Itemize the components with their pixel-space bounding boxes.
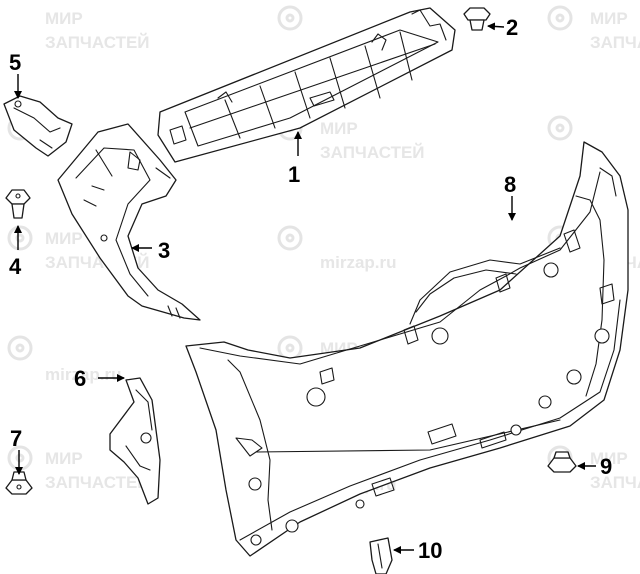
callout-5: 5 [9,50,21,75]
watermark-line2: ЗАПЧАСТЕЙ [45,33,150,52]
leader-2 [487,22,505,31]
callout-1: 1 [288,162,300,187]
part-4-clip [5,189,31,219]
watermark-line2: ЗАПЧАСТЕЙ [45,473,150,492]
callout-9: 9 [600,454,612,479]
watermark-line1: МИР [45,449,83,468]
watermark-line1: МИР [590,9,628,28]
watermark-site: mirzap.ru [320,253,397,272]
part-10-clip [369,537,393,574]
watermark-line1: МИР [590,449,628,468]
watermark-line2: ЗАПЧАСТЕЙ [320,143,425,162]
callout-8: 8 [504,172,516,197]
callout-7: 7 [10,426,22,451]
part-2-clip [463,7,491,31]
part-7-clip [5,471,33,495]
part-3-side-trim [57,123,201,321]
callout-2: 2 [506,15,518,40]
part-9-clip [547,451,577,473]
callout-3: 3 [158,238,170,263]
callout-leaders [14,22,596,554]
part-1-upper-trim [157,7,456,163]
part-6-bracket [109,377,161,505]
callout-4: 4 [9,254,22,279]
watermark-site: mirzap.ru [45,365,122,384]
watermark-line2: ЗАПЧАСТЕЙ [590,33,640,52]
watermark-line1: МИР [45,229,83,248]
part-8-liftgate-panel [185,141,629,557]
watermark-line2: ЗАПЧАСТЕЙ [590,473,640,492]
callout-10: 10 [418,538,442,563]
watermark-line1: МИР [320,119,358,138]
watermark-line1: МИР [45,9,83,28]
part-5-corner-bracket [3,95,73,157]
callout-6: 6 [74,366,86,391]
callout-labels: 1 2 3 4 5 6 7 8 9 10 [9,15,612,563]
